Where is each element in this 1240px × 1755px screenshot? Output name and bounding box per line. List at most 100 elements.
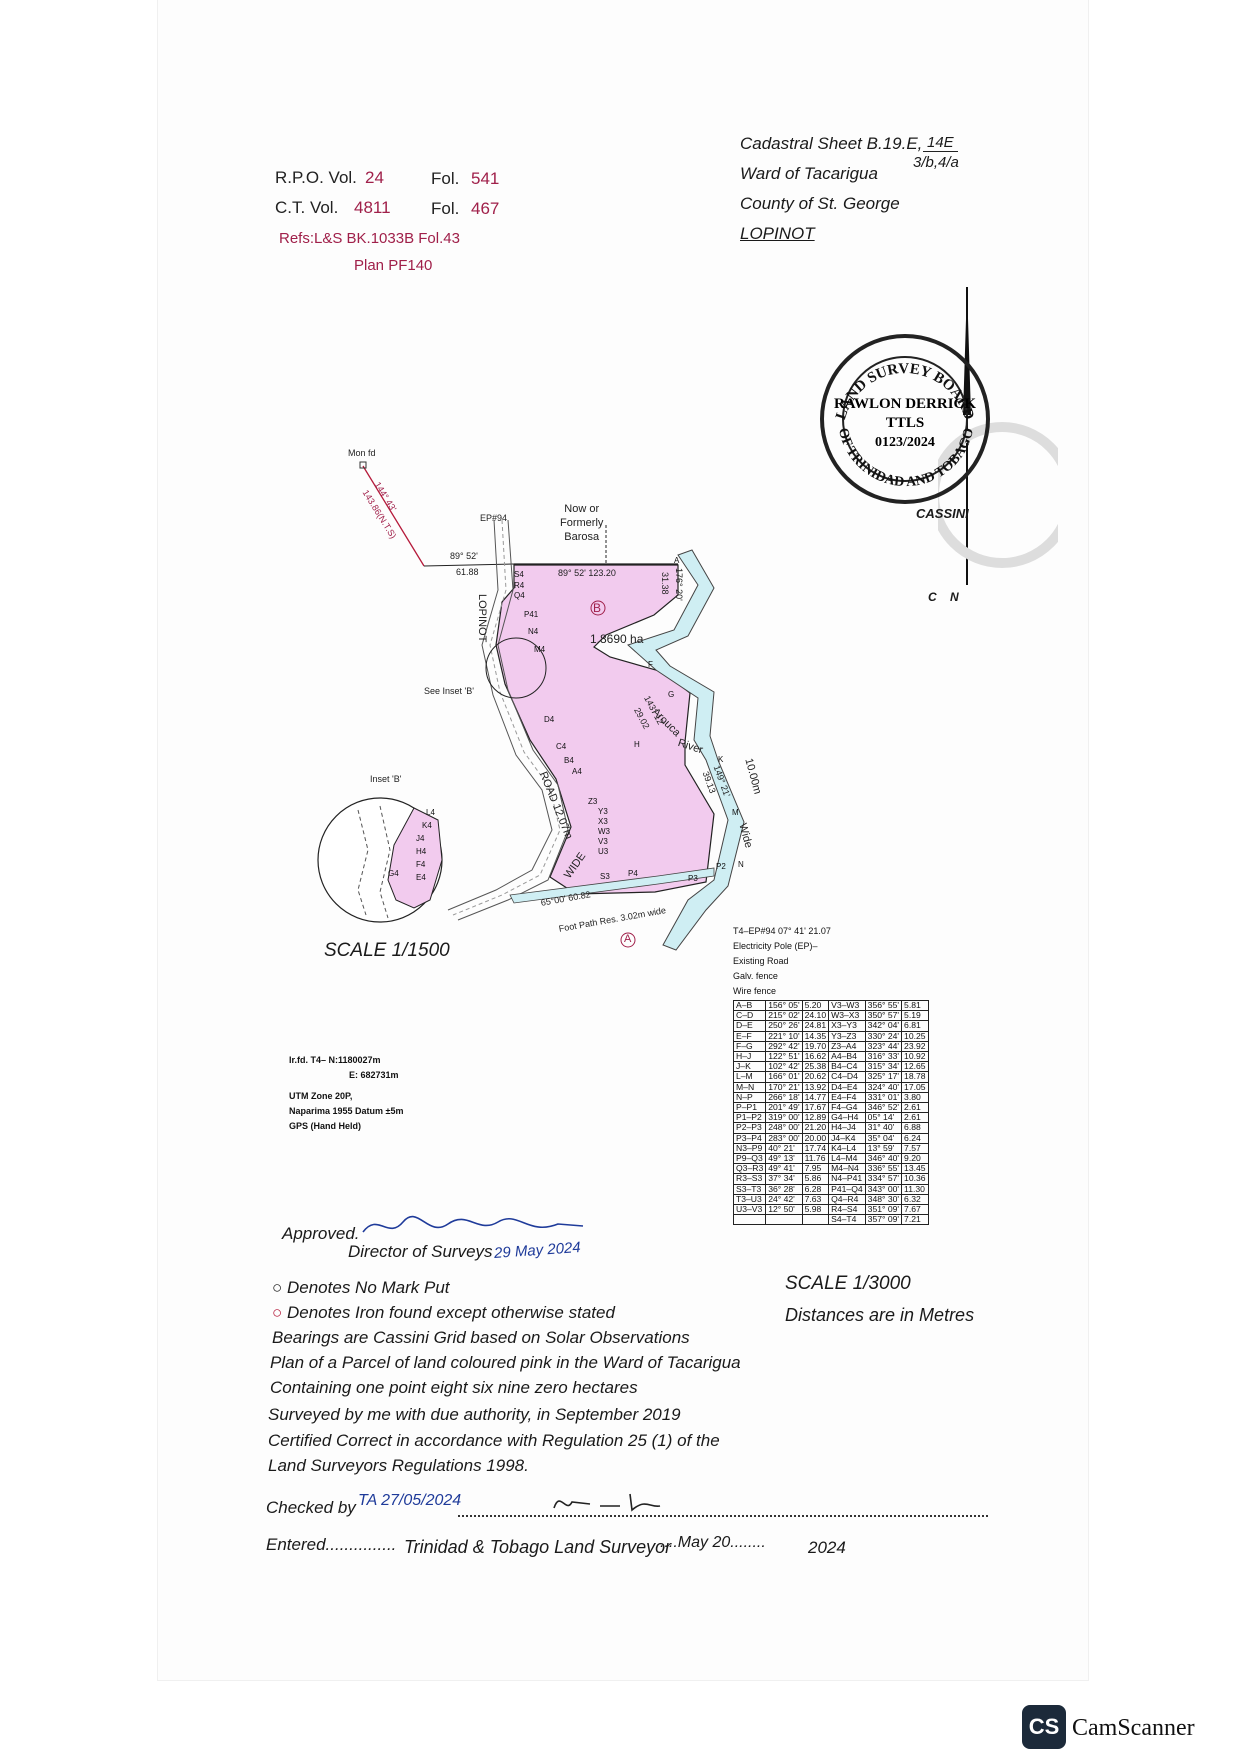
bearing-table-cell: 342° 04': [864, 1020, 903, 1032]
bearing-table-cell: K4–L4: [828, 1142, 866, 1155]
pt-g4: G4: [388, 869, 399, 878]
arouca-river: [627, 549, 745, 951]
inset-b-parcel: [387, 807, 443, 909]
river-distance-1: 31.38: [660, 572, 670, 595]
bearing-table-cell: 24.10: [801, 1010, 830, 1022]
bearing-table-cell: D–E: [732, 1020, 767, 1032]
bearing-table-cell: 3.80: [901, 1091, 929, 1104]
bearing-table-cell: 315° 34': [864, 1061, 903, 1073]
bearing-table-cell: 292° 42': [765, 1040, 803, 1053]
iron-symbol: ○: [272, 1303, 287, 1322]
land-survey-board-stamp: LAND SURVEY BOARD OF TRINIDAD AND TOBAGO…: [820, 334, 990, 504]
bearing-table-cell: 325° 17': [864, 1071, 903, 1083]
bearing-table-cell: [801, 1214, 830, 1226]
bearing-table-cell: 25.38: [801, 1061, 830, 1073]
bearing-table-cell: 350° 57': [864, 1010, 903, 1022]
bearing-table-cell: 13.45: [901, 1163, 929, 1175]
road-point-labels: S4 R4 Q4: [514, 570, 525, 602]
bearing-table-cell: A–B: [732, 999, 767, 1012]
bearing-table-cell: 6.28: [801, 1183, 830, 1195]
ward: Ward of Tacarigua: [740, 164, 878, 183]
bearing-table-cell: G4–H4: [828, 1112, 866, 1124]
entered-date: ....May 20........: [660, 1534, 766, 1551]
mon-line: [362, 465, 425, 567]
ct-vol: 4811: [354, 198, 391, 217]
note-plan: Plan of a Parcel of land coloured pink i…: [270, 1353, 741, 1372]
stamp-ring-text: LAND SURVEY BOARD OF TRINIDAD AND TOBAGO: [833, 361, 977, 490]
road-edge-west: [447, 519, 553, 911]
river-bearing-1: 176° 20': [674, 568, 684, 601]
bearing-table-cell: Q4–R4: [828, 1193, 866, 1206]
bearing-table-cell: Y3–Z3: [828, 1030, 866, 1042]
bearing-table-cell: 17.74: [801, 1142, 830, 1155]
see-inset-label: See Inset 'B': [424, 686, 474, 696]
stamp-name: RAWLON DERRICK: [833, 396, 977, 412]
inset-point-labels: L4 K4 J4 H4 F4 E4: [416, 806, 435, 884]
bearing-table-cell: 7.63: [801, 1193, 830, 1206]
pt-b4: B4: [564, 756, 574, 765]
pt-x3: X3: [598, 817, 608, 826]
bearing-table-cell: 40° 21': [765, 1142, 803, 1155]
bearing-table-cell: F4–G4: [828, 1102, 866, 1114]
bearing-table-cell: 5.20: [801, 999, 830, 1012]
bearing-table-cell: N–P: [732, 1091, 767, 1104]
bearing-table-cell: 14.35: [801, 1030, 830, 1042]
bearing-table-cell: 17.05: [901, 1081, 929, 1093]
camscanner-name: CamScanner: [1072, 1715, 1195, 1741]
inset-road-2: [379, 805, 391, 919]
pt-f: F: [648, 660, 653, 669]
pt-a: A: [674, 556, 680, 565]
parcel-b-marker: [590, 600, 606, 616]
bearing-table-cell: 7.67: [901, 1204, 929, 1216]
now-formerly-barosa: Now or Formerly Barosa: [560, 502, 603, 544]
rpo-fol: 541: [471, 169, 500, 188]
bearing-table-cell: 170° 21': [765, 1081, 803, 1093]
pt-v3: V3: [598, 837, 608, 846]
bearing-table-cell: 348° 30': [864, 1193, 903, 1206]
cassini-label: CASSINI: [916, 506, 969, 521]
bearing-table-cell: 35° 04': [864, 1132, 903, 1144]
bearing-table-cell: 330° 24': [864, 1030, 903, 1042]
county: County of St. George: [740, 194, 900, 213]
bearing-table-cell: L4–M4: [828, 1153, 866, 1165]
bearing-table-cell: 11.30: [901, 1183, 929, 1195]
pt-k: K: [718, 755, 724, 764]
area-label: 1.8690 ha: [590, 632, 644, 646]
west-boundary: [423, 563, 515, 567]
stamp-title: TTLS: [885, 415, 925, 431]
bearing-table-cell: 18.78: [901, 1071, 929, 1083]
pt-y3: Y3: [598, 807, 608, 816]
bearing-table-cell: 2.61: [901, 1112, 929, 1124]
lopinot-road-label: LOPINOT: [476, 594, 488, 643]
pt-h: H: [634, 740, 640, 749]
legend-wire: Wire fence: [733, 986, 777, 996]
bearing-table-cell: 20.62: [801, 1071, 830, 1083]
camscanner-logo: CS: [1022, 1705, 1066, 1749]
north-c: C: [928, 590, 937, 604]
bearing-table-cell: 31° 40': [864, 1122, 903, 1134]
legend-tie: T4–EP#94 07° 41' 21.07: [733, 926, 831, 936]
inset-reference-circle: [485, 637, 547, 699]
bearing-table-cell: A4–B4: [828, 1051, 866, 1063]
bearing-table-cell: 12° 50': [765, 1204, 803, 1216]
bearing-table-cell: 17.67: [801, 1102, 830, 1114]
director-label: Director of Surveys: [348, 1242, 493, 1261]
bearing-table-cell: 6.24: [901, 1132, 929, 1144]
bearing-table-cell: 316° 33': [864, 1051, 903, 1063]
legend-pole: Electricity Pole (EP)–: [733, 941, 818, 951]
sheet-denominator: 3/b,4/a: [913, 154, 959, 171]
bearing-table-cell: P2–P3: [732, 1122, 767, 1134]
checked-label: Checked by: [266, 1498, 356, 1517]
bearing-table-cell: 156° 05': [765, 999, 803, 1012]
bearing-table-cell: J4–K4: [828, 1132, 866, 1144]
bearing-table-cell: 201° 49': [765, 1102, 803, 1114]
